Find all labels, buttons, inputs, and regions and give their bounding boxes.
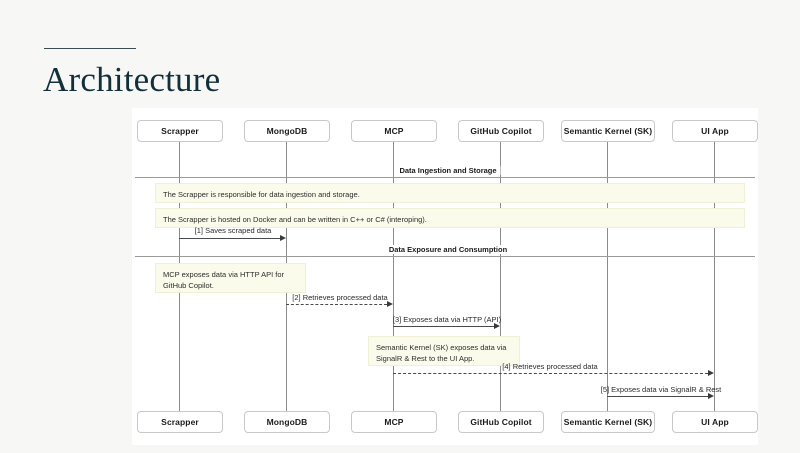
message-line-3 [393, 326, 494, 327]
lifeline-mcp [393, 142, 394, 414]
section-label-exposure: Data Exposure and Consumption [384, 245, 512, 254]
message-line-5 [607, 396, 708, 397]
participant-mcp-top[interactable]: MCP [351, 120, 437, 142]
participant-ui-app-bottom[interactable]: UI App [672, 411, 758, 433]
message-arrowhead-1 [280, 234, 286, 241]
lifeline-semantic-kernel [607, 142, 608, 414]
lifeline-github-copilot [500, 142, 501, 414]
note-mcp-http-api: MCP exposes data via HTTP API for GitHub… [155, 263, 306, 293]
message-arrowhead-4 [708, 369, 714, 376]
message-arrowhead-5 [708, 392, 714, 399]
message-line-4 [393, 373, 708, 374]
participant-github-copilot-top[interactable]: GitHub Copilot [458, 120, 544, 142]
message-label-2: [2] Retrieves processed data [292, 293, 388, 302]
message-label-4: [4] Retrieves processed data [502, 362, 598, 371]
title-divider-rule [44, 48, 136, 49]
note-semantic-kernel-signalr: Semantic Kernel (SK) exposes data via Si… [368, 336, 520, 366]
participant-semantic-kernel-bottom[interactable]: Semantic Kernel (SK) [561, 411, 655, 433]
section-label-ingestion: Data Ingestion and Storage [395, 166, 501, 175]
participant-github-copilot-bottom[interactable]: GitHub Copilot [458, 411, 544, 433]
lifeline-ui-app [714, 142, 715, 414]
message-line-2 [286, 304, 387, 305]
page-title: Architecture [43, 60, 221, 99]
note-scrapper-responsibility: The Scrapper is responsible for data ing… [155, 183, 745, 203]
participant-semantic-kernel-top[interactable]: Semantic Kernel (SK) [561, 120, 655, 142]
section-divider-line-ingestion [135, 177, 755, 178]
message-label-3: [3] Exposes data via HTTP (API) [392, 315, 502, 324]
participant-mcp-bottom[interactable]: MCP [351, 411, 437, 433]
participant-ui-app-top[interactable]: UI App [672, 120, 758, 142]
participant-scrapper-bottom[interactable]: Scrapper [137, 411, 223, 433]
message-arrowhead-3 [494, 322, 500, 329]
message-label-5: [5] Exposes data via SignalR & Rest [600, 385, 722, 394]
message-arrowhead-2 [387, 300, 393, 307]
message-line-1 [179, 238, 280, 239]
note-scrapper-docker: The Scrapper is hosted on Docker and can… [155, 208, 745, 228]
participant-mongodb-top[interactable]: MongoDB [244, 120, 330, 142]
sequence-diagram-panel: Scrapper MongoDB MCP GitHub Copilot Sema… [132, 108, 758, 445]
message-label-1: [1] Saves scraped data [194, 226, 272, 235]
section-divider-line-exposure [135, 256, 755, 257]
participant-scrapper-top[interactable]: Scrapper [137, 120, 223, 142]
participant-mongodb-bottom[interactable]: MongoDB [244, 411, 330, 433]
